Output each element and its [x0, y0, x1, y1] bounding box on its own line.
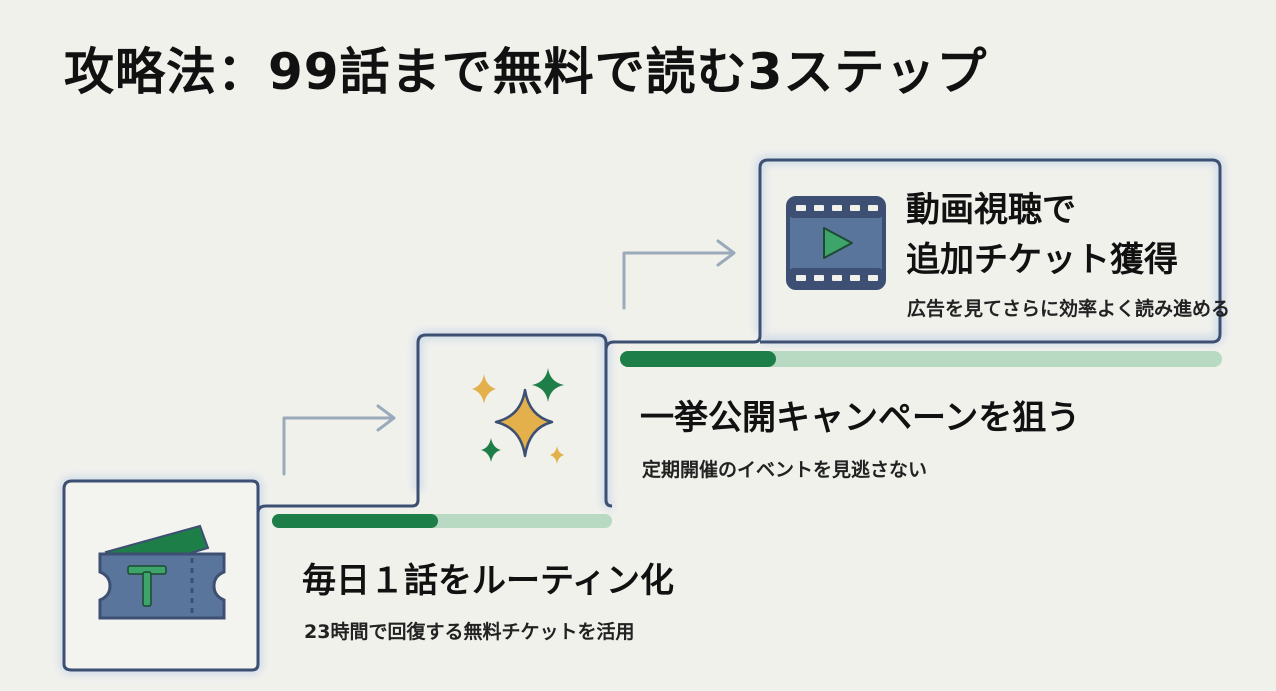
- sparkles-icon: [472, 368, 564, 464]
- step-1-progress-fill: [272, 514, 438, 528]
- step-3-title-line2: 追加チケット獲得: [906, 240, 1178, 280]
- arrow-step-2-to-3: [622, 239, 736, 310]
- step-2-title: 一挙公開キャンペーンを狙う: [640, 398, 1081, 438]
- step-1-title: 毎日１話をルーティン化: [302, 561, 674, 601]
- video-play-icon: [786, 196, 886, 290]
- ticket-icon: [98, 524, 226, 620]
- step-2-progress-fill: [620, 351, 776, 367]
- step-2-connector: [604, 158, 1222, 500]
- arrow-step-1-to-2: [282, 404, 396, 476]
- step-3-title-line1: 動画視聴で: [906, 190, 1076, 230]
- step-3-description: 広告を見てさらに効率よく読み進める: [907, 298, 1231, 320]
- step-1-description: 23時間で回復する無料チケットを活用: [304, 621, 635, 643]
- page-title: 攻略法：99話まで無料で読む3ステップ: [64, 43, 988, 101]
- step-2-description: 定期開催のイベントを見逃さない: [642, 459, 928, 481]
- step-1-connector: [256, 333, 613, 520]
